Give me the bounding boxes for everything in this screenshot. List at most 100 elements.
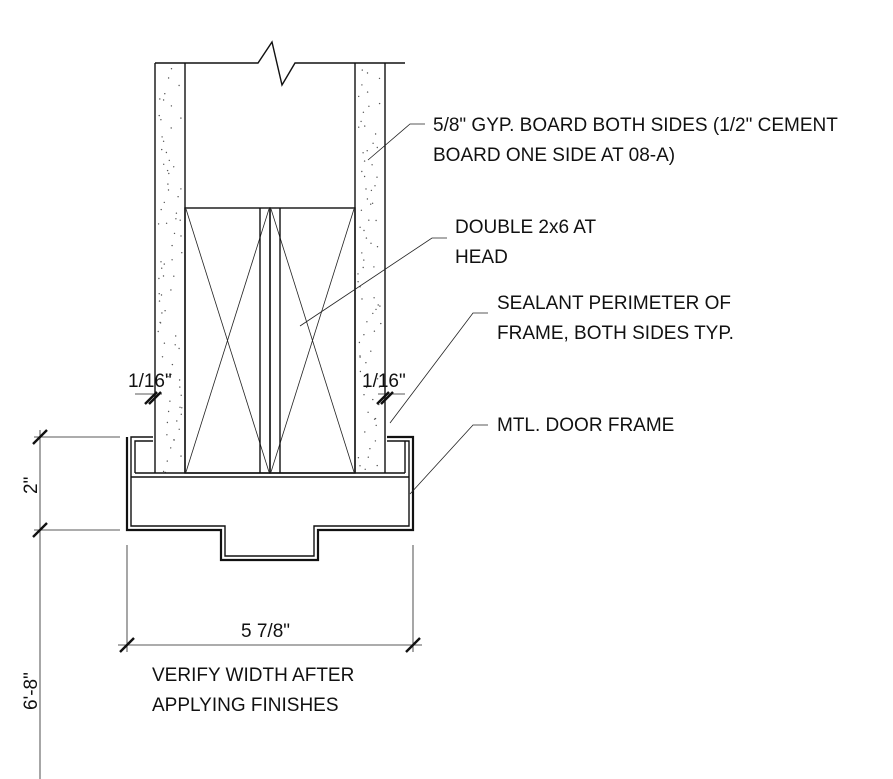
hatch-dot (175, 212, 178, 214)
hatch-dot (361, 84, 363, 86)
hatch-dot (370, 350, 372, 352)
hatch-dot (162, 275, 165, 277)
hatch-dot (157, 223, 160, 225)
hatch-dot (162, 470, 165, 473)
hatch-dot (175, 218, 177, 220)
hatch-dot (362, 111, 365, 114)
hatch-dot (364, 431, 366, 433)
hatch-dot (173, 275, 175, 277)
hatch-dot (360, 120, 362, 123)
hatch-dot (369, 448, 371, 450)
hatch-dot (160, 261, 162, 263)
gap-right-label: 1/16" (362, 371, 406, 392)
hatch-dot (359, 226, 361, 228)
hatch-dot (179, 386, 181, 388)
hatch-dot (163, 163, 165, 165)
hatch-dot (372, 312, 374, 315)
hatch-dot (174, 344, 176, 346)
hatch-dot (176, 420, 178, 422)
hatch-dot (160, 208, 162, 211)
hatch-dot (375, 308, 377, 311)
hatch-dot (166, 460, 168, 462)
double-2x6-studs (184, 207, 356, 474)
hatch-dot (376, 176, 378, 178)
hatch-dot (358, 126, 360, 128)
sealant-label-line1: SEALANT PERIMETER OF (497, 293, 731, 314)
hatch-dot (378, 77, 381, 80)
hatch-dot (358, 95, 360, 98)
hatch-dot (364, 125, 366, 127)
hatch-dot (365, 386, 368, 389)
hatch-dot (376, 464, 378, 467)
hatch-dot (363, 334, 365, 336)
hatch-dot (166, 169, 169, 172)
hatch-dot (361, 252, 363, 254)
left-gyp-board (154, 63, 186, 474)
hatch-dot (372, 142, 374, 144)
hatch-dot (376, 246, 379, 248)
leader-gyp-board (367, 123, 425, 161)
hatch-dot (181, 252, 183, 254)
hatch-dot (158, 114, 160, 117)
hatch-dot (374, 185, 376, 187)
hatch-dot (363, 160, 366, 162)
hatch-dot (159, 322, 162, 324)
hatch-dot (359, 356, 361, 358)
hatch-dot (366, 72, 369, 74)
door-frame-inner (130, 436, 410, 557)
hatch-dot (360, 209, 363, 211)
hatch-dot (180, 235, 182, 237)
hatch-dot (362, 266, 364, 269)
hatch-dot (170, 105, 173, 107)
hatch-dot (163, 263, 165, 265)
hatch-dot (371, 202, 374, 204)
hatch-dot (365, 237, 368, 239)
hatch-dot (171, 244, 173, 247)
gyp-board-label-line2: BOARD ONE SIDE AT 08-A) (433, 145, 675, 166)
hatch-dot (367, 411, 369, 413)
right-gyp-hatch (357, 69, 382, 470)
hatch-dot (370, 189, 373, 192)
hatch-dot (179, 219, 181, 221)
right-gyp-board (354, 63, 386, 473)
hatch-dot (158, 277, 160, 280)
hatch-dot (376, 378, 379, 380)
door-frame-return-left (134, 440, 153, 473)
hatch-dot (378, 102, 381, 105)
gap-left-label: 1/16" (128, 371, 172, 392)
hatch-dot (160, 294, 163, 296)
hatch-dot (365, 362, 367, 364)
leader-double-2x6 (299, 237, 447, 327)
dim-height-door-label: 6'-8" (21, 672, 42, 710)
hatch-dot (166, 434, 168, 436)
hatch-dot (375, 219, 377, 222)
hatch-dot (160, 119, 162, 121)
hatch-dot (378, 403, 380, 406)
left-gyp-hatch (157, 68, 183, 474)
hatch-dot (162, 99, 165, 101)
hatch-dot (375, 424, 377, 427)
hatch-dot (359, 370, 362, 373)
verify-note-line1: VERIFY WIDTH AFTER (152, 665, 354, 686)
hatch-dot (168, 159, 170, 162)
width-dimension (118, 545, 422, 653)
hatch-dot (363, 229, 365, 232)
hatch-dot (374, 440, 377, 442)
hatch-dot (359, 465, 361, 467)
hatch-dot (178, 428, 180, 430)
hatch-dot (180, 413, 182, 415)
hatch-dot (161, 267, 163, 269)
hatch-dot (357, 281, 359, 283)
hatch-dot (173, 232, 176, 235)
hatch-dot (178, 347, 180, 350)
sealant-label-line2: FRAME, BOTH SIDES TYP. (497, 323, 734, 344)
hatch-dot (364, 468, 366, 470)
hatch-dot (367, 456, 369, 458)
hatch-dot (161, 148, 163, 151)
hatch-dot (171, 363, 174, 366)
hatch-dot (361, 69, 363, 71)
hatch-dot (368, 219, 370, 221)
hatch-dot (359, 355, 361, 357)
